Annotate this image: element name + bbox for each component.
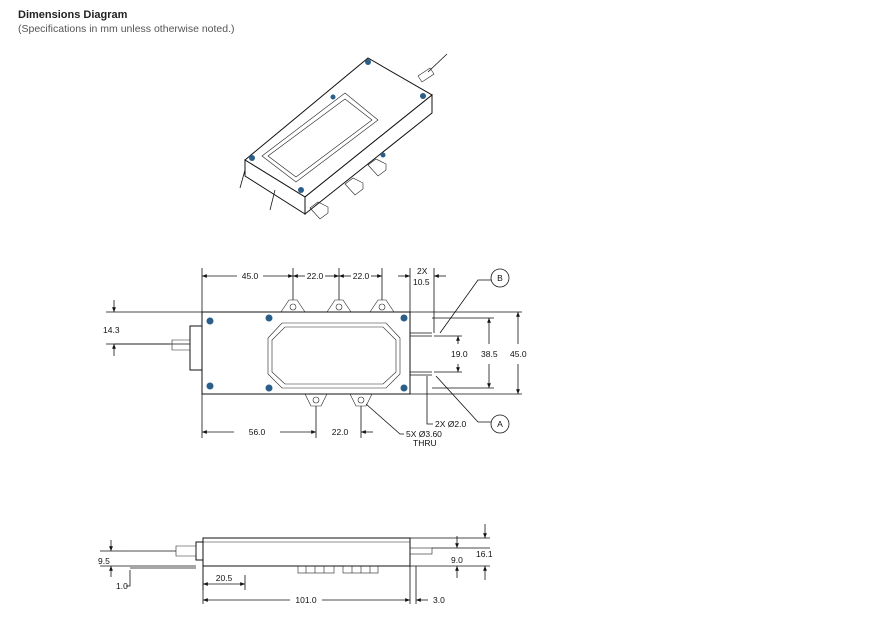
iso-screw (365, 59, 371, 65)
datum-b: B (497, 273, 503, 283)
side-view-body (202, 537, 411, 567)
dim-16-1: 16.1 (476, 549, 493, 559)
dim-22-bottom: 22.0 (332, 427, 349, 437)
dim-45-right: 45.0 (510, 349, 527, 359)
top-view-lid (267, 322, 401, 389)
dim-3-0: 3.0 (433, 595, 445, 605)
hole-5x-callout: 5X Ø3.60 (406, 429, 442, 439)
dim-38-5: 38.5 (481, 349, 498, 359)
datum-a: A (497, 419, 503, 429)
dim-22-a: 22.0 (307, 271, 324, 281)
dim-2x: 2X (417, 266, 428, 276)
dim-56-0: 56.0 (249, 427, 266, 437)
dim-20-5: 20.5 (216, 573, 233, 583)
dim-14-3: 14.3 (103, 325, 120, 335)
page-subtitle: (Specifications in mm unless otherwise n… (18, 23, 235, 35)
top-view-body (201, 311, 411, 395)
thru-label: THRU (413, 438, 437, 448)
page-title: Dimensions Diagram (18, 9, 128, 21)
dim-19-0: 19.0 (451, 349, 468, 359)
dim-10-5: 10.5 (413, 277, 430, 287)
hole-2x-callout: 2X Ø2.0 (435, 419, 466, 429)
isometric-view (239, 53, 448, 220)
dim-101-0: 101.0 (295, 595, 317, 605)
dim-9-0: 9.0 (451, 555, 463, 565)
dim-45-left: 45.0 (242, 271, 259, 281)
top-view: 45.0 22.0 22.0 2X 10.5 B 14.3 19.0 38.5 (103, 266, 527, 448)
dim-9-5: 9.5 (98, 556, 110, 566)
dim-22-b: 22.0 (353, 271, 370, 281)
iso-fiber (427, 53, 448, 73)
side-view: 9.5 1.0 20.5 101.0 3.0 9.0 16.1 (98, 524, 493, 605)
dim-1-0: 1.0 (116, 581, 128, 591)
